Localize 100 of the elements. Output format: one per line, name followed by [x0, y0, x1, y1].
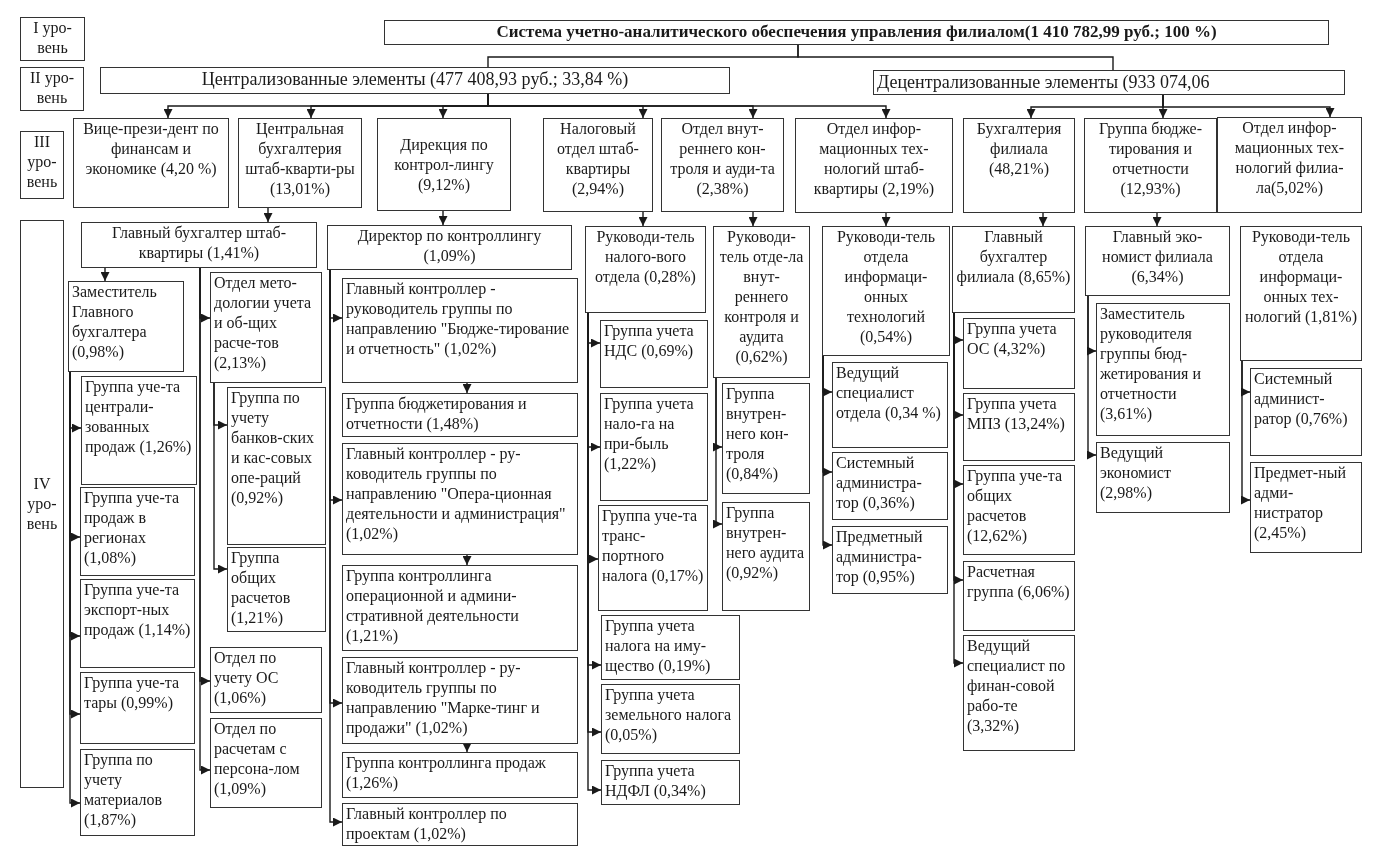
org-unit-box: [227, 387, 326, 545]
unit-label: Группа бюджетирования и отчетности (1,48%): [346, 394, 528, 434]
connector-arrow: [213, 382, 228, 574]
org-unit-box: [832, 362, 948, 448]
unit-label: Главный бухгалтер филиала (8,65%): [956, 227, 1071, 287]
unit-label: Предмет-ный адми-нистратор (2,45%): [1254, 463, 1347, 543]
org-unit-box: [227, 547, 326, 632]
unit-label: Группа учета ОС (4,32%): [967, 319, 1058, 359]
org-unit-box: [342, 393, 578, 437]
org-unit-box: [952, 226, 1075, 313]
org-unit-box: [342, 657, 578, 744]
unit-label: Заместитель Главного бухгалтера (0,98%): [72, 282, 158, 362]
unit-label: Главный бухгалтер штаб-квартиры (1,41%): [110, 223, 288, 263]
unit-label: Группа уче-та продаж в регионах (1,08%): [84, 488, 181, 568]
unit-label: Группа контроллинга продаж (1,26%): [346, 753, 547, 793]
connector-arrow: [748, 211, 758, 227]
org-unit-box: [963, 318, 1075, 389]
unit-label: Главный контроллер по проектам (1,02%): [346, 804, 508, 844]
org-unit-box: [598, 505, 708, 611]
unit-label: Ведущий экономист (2,98%): [1100, 443, 1172, 503]
unit-label: Системный админист-ратор (0,76%): [1254, 369, 1349, 429]
unit-label: Централизованные элементы (477 408,93 руб.; 33,84 %): [200, 68, 630, 90]
org-unit-box: [1085, 226, 1230, 296]
unit-label: Группа уче-та централи-зованных продаж (1,26%): [85, 377, 193, 457]
org-unit-box: [342, 278, 578, 383]
connector-arrow: [1038, 212, 1048, 227]
org-unit-box: [210, 272, 322, 383]
unit-label: Руководи-тель налого-вого отдела (0,28%): [594, 227, 697, 287]
org-unit-box: [601, 615, 740, 680]
connector-arrow: [1087, 295, 1097, 460]
org-unit-box: [80, 579, 195, 668]
unit-label: Отдел по расчетам с персона-лом (1,09%): [214, 719, 301, 799]
unit-label: Системный администра-тор (0,36%): [836, 453, 923, 513]
unit-label: Главный контроллер - руководитель группы по направлению "Бюдже-тирование и отчетность" (1,02%): [346, 279, 571, 359]
unit-label: Ведущий специалист по финан-совой рабо-те (3,32%): [967, 636, 1067, 736]
unit-label: Ведущий специалист отдела (0,34 %): [836, 363, 942, 423]
org-unit-box: [822, 226, 950, 356]
connector-arrow: [263, 207, 273, 223]
level-box: [20, 131, 64, 199]
org-unit-box: [1250, 368, 1362, 456]
org-unit-box: [601, 760, 740, 805]
org-unit-box: [342, 752, 578, 798]
connector-arrow: [462, 743, 472, 753]
org-unit-box: [601, 684, 740, 754]
unit-label: Группа уче-та транс-портного налога (0,17%): [602, 506, 704, 586]
unit-label: Главный контроллер - ру-ководитель группы по направлению "Опера-ционная деятельности и администрация" (1,02%): [346, 444, 567, 544]
unit-label: Руководи-тель отде-ла внут-реннего контроля и аудита (0,62%): [718, 227, 805, 367]
unit-label: Расчетная группа (6,06%): [967, 562, 1071, 602]
connector-arrow: [462, 382, 472, 394]
unit-label: Группа учета земельного налога (0,05%): [605, 685, 733, 745]
unit-label: Группа учета нало-га на при-быль (1,22%): [604, 394, 695, 474]
org-unit-box: [210, 647, 322, 713]
level-box: [20, 17, 85, 61]
title-box: [384, 20, 1329, 45]
org-unit-box: [327, 225, 572, 270]
unit-label: Отдел внут-реннего кон-троля и ауди-та (2,38%): [669, 119, 776, 199]
connector-arrow: [462, 554, 472, 566]
unit-label: IV уро-вень: [25, 474, 59, 534]
org-unit-box: [963, 561, 1075, 631]
unit-label: Группа учета НДС (0,69%): [604, 321, 695, 361]
level-box: [20, 220, 64, 788]
unit-label: Группа общих расчетов (1,21%): [231, 548, 292, 628]
org-unit-box: [963, 118, 1075, 213]
org-unit-box: [963, 393, 1075, 461]
unit-label: I уро-вень: [32, 18, 73, 58]
org-unit-box: [832, 452, 948, 520]
unit-label: Отдел инфор-мационных тех-нологий штаб-квартиры (2,19%): [812, 119, 936, 199]
org-unit-box: [80, 487, 195, 576]
connector-arrow: [881, 212, 891, 227]
unit-label: Дирекция по контрол-лингу (9,12%): [393, 134, 495, 195]
org-unit-box: [210, 718, 322, 808]
org-unit-box: [68, 281, 184, 372]
unit-label: Группа внутрен-него аудита (0,92%): [726, 503, 806, 583]
unit-label: Главный эко-номист филиала (6,34%): [1101, 227, 1214, 287]
connector-arrow: [638, 211, 648, 227]
org-unit-box: [81, 222, 317, 268]
unit-label: Директор по контроллингу (1,09%): [356, 226, 543, 266]
org-unit-box: [600, 393, 708, 501]
org-unit-box: [832, 526, 948, 594]
org-unit-box: [81, 376, 197, 485]
connector-arrow: [822, 355, 833, 550]
unit-label: Группа учета МПЗ (13,24%): [967, 394, 1066, 434]
connector-line: [797, 44, 1114, 71]
org-unit-box: [795, 118, 953, 213]
unit-label: II уро-вень: [29, 68, 75, 108]
unit-label: Отдел по учету ОС (1,06%): [214, 648, 280, 708]
unit-label: Бухгалтерия филиала (48,21%): [975, 119, 1063, 179]
org-unit-box: [963, 465, 1075, 555]
unit-label: Главный контроллер - ру-ководитель группы по направлению "Марке-тинг и продажи" (1,02%): [346, 658, 541, 738]
connector-arrow: [1152, 212, 1162, 227]
unit-label: Группа бюдже-тирования и отчетности (12,93%): [1098, 119, 1203, 199]
connector-arrow: [199, 267, 211, 775]
unit-label: Руководи-тель отдела информаци-онных тех-нологий (1,81%): [1244, 227, 1358, 327]
org-unit-box: [80, 672, 195, 744]
unit-label: III уро-вень: [25, 132, 59, 192]
connector-arrow: [1162, 94, 1335, 118]
org-unit-box: [342, 565, 578, 651]
unit-label: Группа по учету материалов (1,87%): [84, 750, 164, 830]
org-unit-box: [342, 803, 578, 846]
unit-label: Руководи-тель отдела информаци-онных технологий (0,54%): [835, 227, 937, 347]
